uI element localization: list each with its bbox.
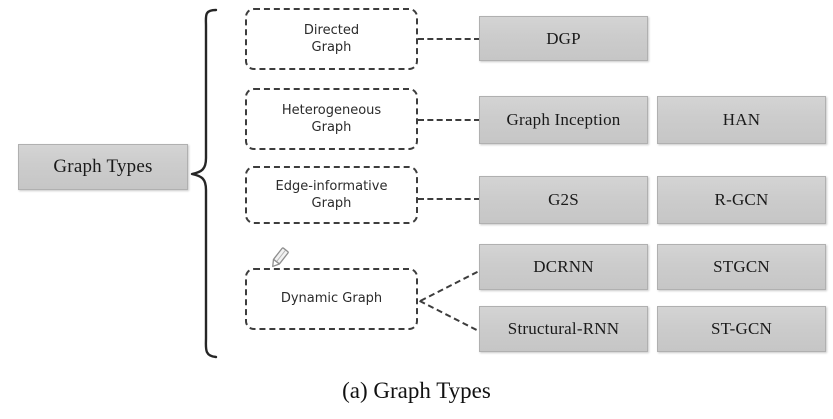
connector-dynamic-graph-lower — [419, 300, 478, 331]
connector-edge-informative-graph — [418, 198, 480, 200]
figure-caption: (a) Graph Types — [342, 378, 491, 403]
category-box-heterogeneous-graph[interactable]: Heterogeneous Graph — [245, 88, 418, 150]
model-label-dgp: DGP — [546, 28, 581, 48]
connector-dynamic-graph-upper — [420, 270, 478, 302]
model-box-dgp[interactable]: DGP — [479, 16, 648, 61]
category-label-line2: Graph — [311, 40, 352, 55]
category-label-line2: Graph — [311, 196, 352, 211]
model-box-st-gcn[interactable]: ST-GCN — [657, 306, 826, 352]
model-box-structural-rnn[interactable]: Structural-RNN — [479, 306, 648, 352]
category-box-dynamic-graph[interactable]: Dynamic Graph — [245, 268, 418, 330]
category-box-edge-informative-graph[interactable]: Edge-informative Graph — [245, 166, 418, 224]
category-label-line1: Edge-informative — [275, 178, 388, 194]
model-box-stgcn[interactable]: STGCN — [657, 244, 826, 290]
model-label-dcrnn: DCRNN — [533, 257, 594, 276]
category-label-line2: Graph — [311, 120, 352, 135]
model-label-graph-inception: Graph Inception — [506, 110, 621, 129]
model-box-han[interactable]: HAN — [657, 96, 826, 144]
model-box-g2s[interactable]: G2S — [479, 176, 648, 224]
category-label-line1: Directed — [303, 22, 360, 38]
model-label-structural-rnn: Structural-RNN — [507, 319, 620, 338]
category-label-directed-graph: Directed Graph — [304, 22, 359, 56]
category-label-dynamic-graph: Dynamic Graph — [280, 291, 383, 307]
curly-brace — [190, 8, 218, 359]
model-box-r-gcn[interactable]: R-GCN — [657, 176, 826, 224]
model-label-han: HAN — [722, 110, 761, 129]
category-label-line1: Heterogeneous — [281, 102, 382, 118]
model-label-st-gcn: ST-GCN — [710, 319, 773, 338]
model-box-graph-inception[interactable]: Graph Inception — [479, 96, 648, 144]
connector-heterogeneous-graph — [418, 119, 480, 121]
root-node-graph-types[interactable]: Graph Types — [18, 144, 188, 190]
connector-directed-graph — [418, 38, 480, 40]
category-label-edge-informative-graph: Edge-informative Graph — [276, 178, 388, 212]
root-node-label: Graph Types — [53, 156, 153, 177]
model-label-r-gcn: R-GCN — [714, 190, 769, 209]
category-label-heterogeneous-graph: Heterogeneous Graph — [282, 102, 381, 136]
model-box-dcrnn[interactable]: DCRNN — [479, 244, 648, 290]
model-label-g2s: G2S — [548, 190, 579, 209]
model-label-stgcn: STGCN — [713, 257, 770, 276]
category-box-directed-graph[interactable]: Directed Graph — [245, 8, 418, 70]
